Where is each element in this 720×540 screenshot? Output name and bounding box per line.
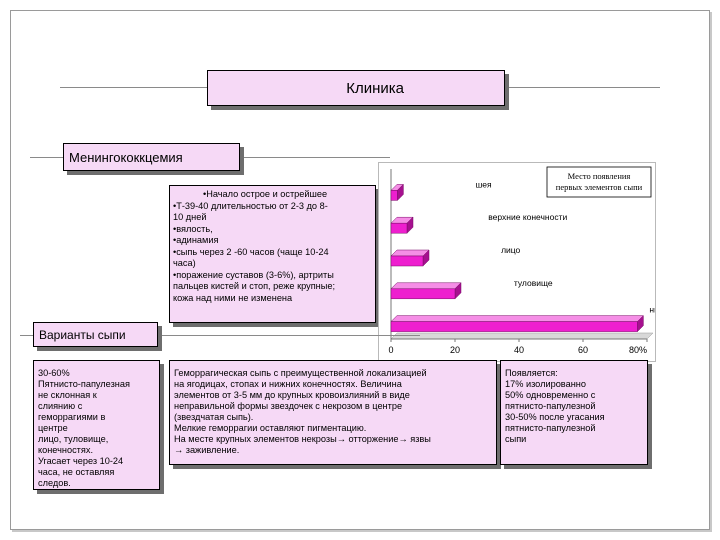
- bar-top: [390, 282, 462, 290]
- variant-maculopapular-box: 30-60% Пятнисто-папулезная не склонная к…: [33, 360, 160, 490]
- bar-label: шея: [475, 179, 492, 189]
- variant-line: пятнисто-папулезной: [505, 423, 596, 433]
- variant-line: часа, не оставляя: [38, 467, 115, 477]
- bar: [390, 255, 424, 267]
- variant-line: 50% одновременно с: [505, 390, 596, 400]
- variant-line: лицо, туловище,: [38, 434, 109, 444]
- slide-frame: [10, 10, 710, 530]
- variant-line: Пятнисто-папулезная: [38, 379, 130, 389]
- x-tick-label: 40: [514, 345, 524, 355]
- clinic-line: •поражение суставов (3-6%), артриты: [173, 269, 334, 280]
- clinic-line: 10 дней: [173, 212, 207, 222]
- variant-line: Мелкие геморрагии оставляют пигментацию.: [174, 423, 367, 433]
- clinic-line: •Начало острое и острейшее: [203, 189, 328, 199]
- clinic-line: •Т-39-40 длительностью от 2-3 до 8-: [173, 200, 328, 211]
- variant-line: На месте крупных элементов некрозы→ отто…: [174, 434, 431, 444]
- variant-line: конечностях.: [38, 445, 94, 455]
- variant-maculopapular-text: 30-60% Пятнисто-папулезная не склонная к…: [38, 368, 155, 489]
- variant-line: неправильной формы звездочек с некрозом …: [174, 401, 403, 411]
- rash-location-chart: шея верхние конечности лицо туловище нижние …: [378, 162, 720, 362]
- variant-line: Появляется:: [505, 368, 558, 378]
- subtitle: Менингококкцемия: [69, 150, 183, 165]
- variant-line: пятнисто-папулезной: [505, 401, 596, 411]
- x-tick-label: 0: [388, 345, 393, 355]
- variant-appearance-text: Появляется: 17% изолированно 50% одновре…: [505, 368, 643, 445]
- x-tick-label: 60: [578, 345, 588, 355]
- chart-title-line: первых элементов сыпи: [556, 182, 643, 192]
- bar-label: верхние конечности: [488, 212, 567, 222]
- bar: [390, 321, 638, 332]
- variant-appearance-box: Появляется: 17% изолированно 50% одновре…: [500, 360, 648, 465]
- chart-legend-box: [546, 166, 652, 198]
- variant-line: 30-50% после угасания: [505, 412, 605, 422]
- clinic-line: •адинамия: [173, 235, 219, 245]
- variant-hemorrhagic-box: Геморрагическая сыпь с преимущественной …: [169, 360, 497, 465]
- variant-line: 17% изолированно: [505, 379, 586, 389]
- variant-line: 30-60%: [38, 368, 70, 378]
- title-box: Клиника: [207, 70, 505, 106]
- clinic-description: •Начало острое и острейшее •Т-39-40 длит…: [173, 189, 371, 304]
- clinic-line: пальцев кистей и стоп, реже крупные;: [173, 281, 336, 291]
- variant-line: сыпи: [505, 434, 527, 444]
- chart-svg: шея верхние конечности лицо туловище нижние …: [388, 166, 720, 355]
- bar: [390, 288, 456, 300]
- bar: [390, 190, 398, 201]
- bar-label: туловище: [514, 278, 553, 288]
- variant-line: → заживление.: [174, 445, 240, 455]
- variant-line: геморрагиями в: [38, 412, 106, 422]
- bar-top: [390, 249, 430, 257]
- bar-label: лицо: [501, 245, 520, 255]
- clinic-line: •вялость,: [173, 223, 213, 234]
- variant-line: не склонная к: [38, 390, 97, 400]
- variant-line: Угасает через 10-24: [38, 456, 124, 466]
- variant-line: следов.: [38, 478, 71, 488]
- chart-floor: [390, 332, 654, 340]
- clinic-line: •сыпь через 2 -60 часов (чаще 10-24: [173, 246, 329, 257]
- clinic-line: часа): [173, 258, 196, 268]
- clinic-line: кожа над ними не изменена: [173, 292, 293, 303]
- variant-line: Геморрагическая сыпь с преимущественной …: [174, 368, 427, 378]
- bar-top: [390, 315, 645, 322]
- page-title: Клиника: [346, 80, 404, 97]
- x-tick-label: 80%: [629, 345, 647, 355]
- bar: [390, 222, 408, 234]
- variant-line: слиянию с: [38, 401, 83, 411]
- x-tick-label: 20: [450, 345, 460, 355]
- variant-line: центре: [38, 423, 68, 433]
- variants-rule: [20, 335, 420, 336]
- bar-label: нижние конечности: [649, 305, 655, 315]
- variants-title: Варианты сыпи: [39, 328, 126, 342]
- clinic-description-box: •Начало острое и острейшее •Т-39-40 длит…: [169, 185, 376, 323]
- variant-line: (звездчатая сыпь).: [174, 412, 254, 422]
- variant-line: на ягодицах, стопах и нижних конечностях…: [174, 379, 402, 389]
- variant-hemorrhagic-text: Геморрагическая сыпь с преимущественной …: [174, 368, 492, 456]
- chart-title-line: Место появления: [568, 171, 631, 181]
- variants-title-box: Варианты сыпи: [33, 322, 158, 347]
- subtitle-box: Менингококкцемия: [63, 143, 240, 171]
- variant-line: элементов от 3-5 мм до крупных кровоизли…: [174, 390, 410, 400]
